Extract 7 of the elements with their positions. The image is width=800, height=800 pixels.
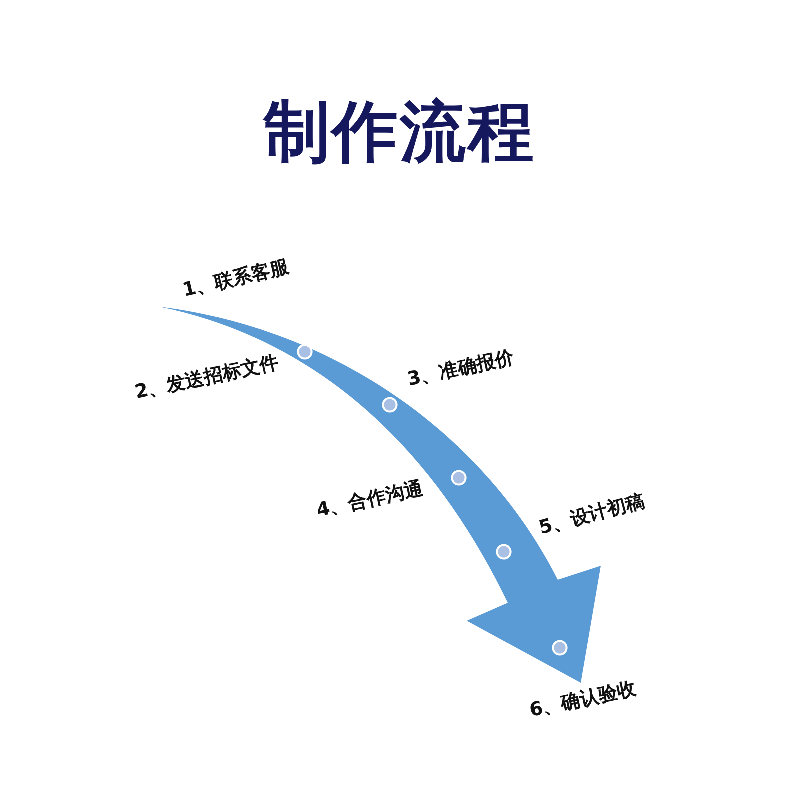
step-label: 4、合作沟通 — [314, 478, 426, 522]
step-label: 5、设计初稿 — [536, 490, 648, 540]
step-label: 1、联系客服 — [180, 256, 292, 302]
step-label: 2、发送招标文件 — [133, 352, 281, 404]
step-label: 3、准确报价 — [406, 346, 516, 392]
step-label: 6、确认验收 — [528, 678, 638, 722]
title: 制作流程 — [264, 96, 536, 170]
